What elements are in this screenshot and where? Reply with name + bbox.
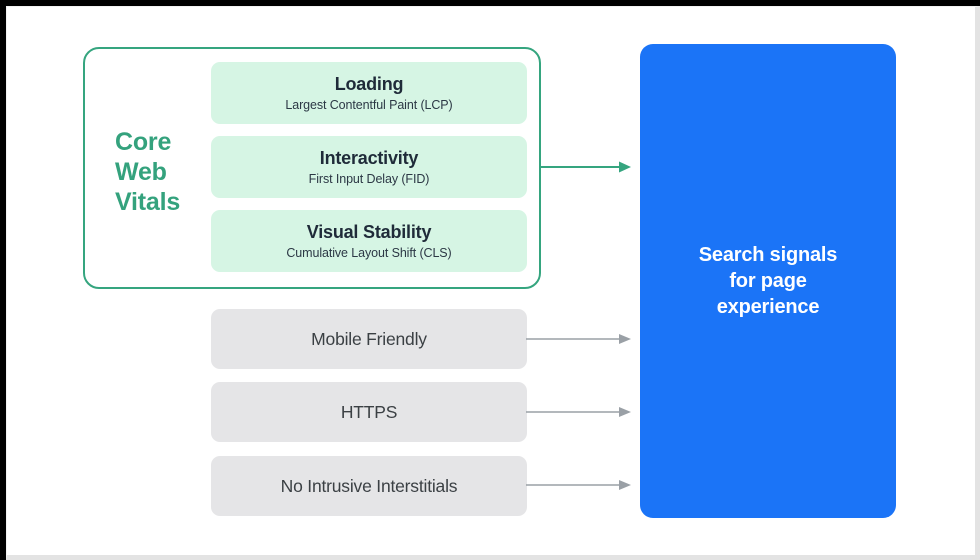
metric-box-interactivity[interactable]: Interactivity First Input Delay (FID) [211,136,527,198]
mobile-friendly-arrow [526,331,632,347]
metric-subtitle: Largest Contentful Paint (LCP) [285,97,453,112]
core-web-vitals-label: Core Web Vitals [115,127,207,217]
signal-title: HTTPS [340,401,398,422]
core-web-vitals-label-line-1: Core [115,128,172,156]
signal-title: Mobile Friendly [311,328,427,349]
core-web-vitals-label-line-2: Web [115,158,167,186]
no-intrusive-interstitials-arrow [526,477,632,493]
metric-subtitle: First Input Delay (FID) [308,171,430,186]
metric-title: Loading [334,73,404,94]
metric-title: Interactivity [319,147,419,168]
signal-box-mobile-friendly[interactable]: Mobile Friendly [211,309,527,369]
metric-title: Visual Stability [306,221,432,242]
search-signals-panel-title: Search signals for page experience [698,244,838,318]
metric-box-visual-stability[interactable]: Visual Stability Cumulative Layout Shift… [211,210,527,272]
https-arrow [526,404,632,420]
signal-title: No Intrusive Interstitials [280,475,458,496]
diagram-card: Core Web Vitals Loading Largest Contentf… [6,6,980,560]
signal-box-no-intrusive-interstitials[interactable]: No Intrusive Interstitials [211,456,527,516]
core-web-vitals-label-line-3: Vitals [115,188,181,216]
diagram-stage: Core Web Vitals Loading Largest Contentf… [7,7,975,555]
signal-box-https[interactable]: HTTPS [211,382,527,442]
metric-subtitle: Cumulative Layout Shift (CLS) [286,245,452,260]
metric-box-loading[interactable]: Loading Largest Contentful Paint (LCP) [211,62,527,124]
search-signals-panel[interactable]: Search signals for page experience [640,44,896,518]
core-web-vitals-arrow [540,159,632,175]
